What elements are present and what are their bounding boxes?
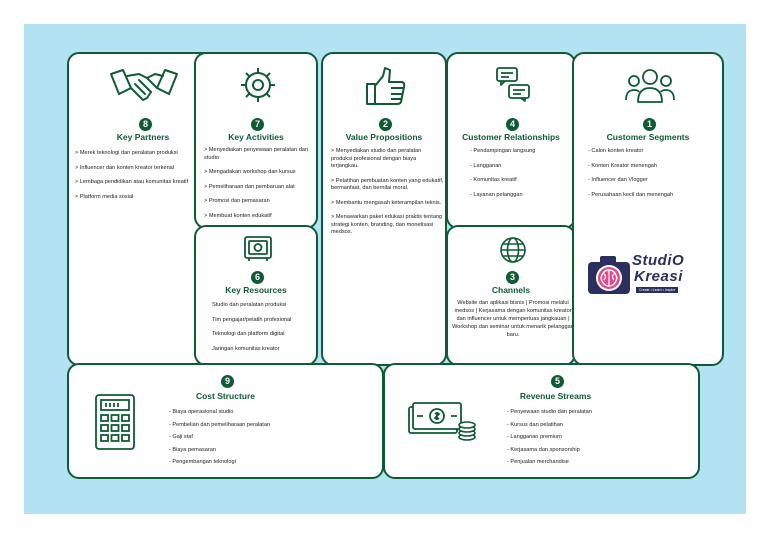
list-item: > Merek teknologi dan peralatan produksi	[75, 150, 178, 156]
key-partners-title: Key Partners	[116, 132, 170, 142]
logo-line2: Kreasi	[634, 268, 683, 285]
revenue-streams-title: Revenue Streams	[519, 391, 592, 401]
list-item: > Menyediakan penyewaan peralatan dan st…	[204, 147, 309, 161]
list-item: - Calon konten kreator	[588, 148, 644, 154]
list-item: > Lembaga pendidikan atau komunitas krea…	[75, 179, 189, 186]
list-item: > Menawarkan paket edukasi praktis tenta…	[331, 214, 443, 236]
list-item: - Penyewaan studio dan peralatan	[507, 409, 592, 415]
key-resources-title: Key Resources	[225, 285, 287, 295]
list-item: > Membantu mengasah keterampilan teknis.	[331, 199, 442, 206]
list-item: > Platform media sosial	[75, 193, 134, 200]
customer-relationships-card: 4 Customer Relationships - Pendampingan …	[446, 52, 576, 229]
key-resources-card: 6 Key Resources Studio dan peralatan pro…	[194, 225, 318, 366]
value-propositions-list: > Menyediakan studio dan peralatan produ…	[331, 148, 444, 244]
list-item: - Layanan pelanggan	[470, 191, 523, 198]
list-item: Jaringan komunitas kreator	[212, 345, 280, 352]
list-item: > Menyediakan studio dan peralatan produ…	[331, 148, 422, 170]
key-activities-card: 7 Key Activities > Menyediakan penyewaan…	[194, 52, 318, 229]
key-activities-list: > Menyediakan penyewaan peralatan dan st…	[204, 147, 314, 227]
key-partners-card: 8 Key Partners > Merek teknologi dan per…	[67, 52, 219, 366]
list-item: > Promosi dan pemasaran	[204, 198, 270, 205]
customer-segments-list: - Calon konten kreator - Konten Kreator …	[588, 148, 722, 206]
channels-number: 3	[506, 271, 519, 284]
revenue-streams-card: 5 Revenue Streams - Penyewaan studio dan…	[383, 363, 700, 479]
list-item: - Kerjasama dan sponsorship	[507, 446, 580, 453]
list-item: - Komunitas kreatif	[470, 177, 517, 184]
key-partners-list: > Merek teknologi dan peralatan produksi…	[75, 150, 215, 208]
camera-icon	[588, 256, 630, 294]
safe-icon	[244, 236, 272, 261]
key-resources-number: 6	[251, 271, 264, 284]
key-resources-list: Studio dan peralatan produksi Tim pengaj…	[212, 302, 316, 360]
handshake-icon	[110, 69, 178, 101]
value-propositions-number: 2	[379, 118, 392, 131]
list-item: - Konten Kreator menengah	[588, 162, 658, 169]
channels-text: Website dan aplikasi bisnis | Promosi me…	[452, 300, 574, 339]
customer-segments-number: 1	[643, 118, 656, 131]
list-item: - Influencer dan Vlogger	[588, 177, 648, 184]
key-activities-number: 7	[251, 118, 264, 131]
customer-relationships-title: Customer Relationships	[462, 132, 560, 142]
list-item: - Gaji staf	[169, 434, 193, 441]
list-item: - Kursus dan pelatihan	[507, 421, 563, 428]
value-propositions-card: 2 Value Propositions > Menyediakan studi…	[321, 52, 447, 366]
list-item: - Biaya pemasaran	[169, 446, 216, 453]
list-item: - Biaya operasional studio	[169, 409, 234, 415]
chat-icon	[496, 67, 530, 102]
users-icon	[625, 69, 675, 103]
gear-icon	[241, 68, 275, 102]
list-item: Tim pengajar/pelatih profesional	[212, 316, 292, 323]
customer-segments-card: 1 Customer Segments - Calon konten kreat…	[572, 52, 724, 366]
revenue-streams-number: 5	[551, 375, 564, 388]
channels-title: Channels	[491, 285, 531, 295]
cost-structure-title: Cost Structure	[195, 391, 256, 401]
list-item: > Pelatihan pembuatan konten yang edukat…	[331, 177, 444, 192]
channels-card: 3 Channels Website dan aplikasi bisnis |…	[446, 225, 576, 366]
money-icon	[408, 402, 476, 441]
business-model-canvas: 8 Key Partners > Merek teknologi dan per…	[24, 24, 746, 514]
list-item: - Pendampingan langsung	[470, 148, 536, 154]
list-item: Studio dan peralatan produksi	[212, 302, 287, 308]
customer-relationships-number: 4	[506, 118, 519, 131]
list-item: - Langganan	[470, 162, 502, 169]
logo-line1: StudiO	[632, 252, 685, 269]
list-item: Teknologi dan platform digital	[212, 331, 285, 338]
list-item: - Penjualan merchandise	[507, 459, 569, 466]
key-activities-title: Key Activities	[228, 132, 284, 142]
value-propositions-title: Value Propositions	[345, 132, 423, 142]
cost-structure-card: 9 Cost Structure - Biaya operasional stu…	[67, 363, 384, 479]
key-partners-number: 8	[139, 118, 152, 131]
camera-brain-logo: StudiO Kreasi Create • Learn • Inspire	[586, 252, 710, 304]
cost-structure-number: 9	[221, 375, 234, 388]
list-item: - Pengembangan teknologi	[169, 459, 236, 466]
customer-relationships-list: - Pendampingan langsung - Langganan - Ko…	[470, 148, 574, 206]
list-item: > Influencer dan konten kreator terkenal	[75, 164, 175, 171]
thumbs-up-icon	[366, 67, 406, 105]
calculator-icon	[95, 394, 135, 450]
list-item: > Pemeliharaan dan pembaruan alat	[204, 183, 295, 190]
list-item: - Perusahaan kecil dan menengah	[588, 191, 674, 198]
revenue-streams-list: - Penyewaan studio dan peralatan - Kursu…	[507, 409, 697, 472]
globe-icon	[500, 237, 526, 263]
list-item: - Langganan premium	[507, 434, 562, 441]
logo-tagline: Create • Learn • Inspire	[636, 287, 679, 293]
cost-structure-list: - Biaya operasional studio - Pembelian d…	[169, 409, 379, 472]
list-item: > Membuat konten edukatif	[204, 212, 272, 219]
list-item: > Mengadakan workshop dan kursus	[204, 169, 296, 176]
list-item: - Pembelian dan pemeliharaan peralatan	[169, 421, 271, 428]
customer-segments-title: Customer Segments	[606, 132, 690, 142]
